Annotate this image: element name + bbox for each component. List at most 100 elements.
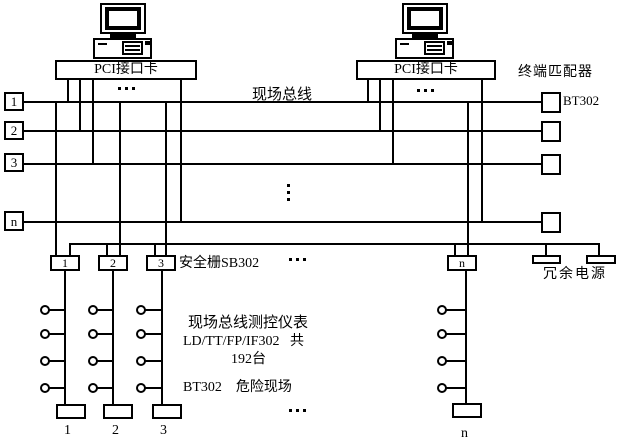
instrument-circle — [40, 383, 50, 393]
left-node-n: n — [4, 211, 24, 231]
computer-case-slot — [400, 43, 409, 45]
safety-barrier-1: 1 — [50, 255, 80, 271]
instrument-circle — [437, 329, 447, 339]
pci-right-port-n — [481, 79, 483, 223]
terminal-matcher-3 — [541, 154, 561, 175]
instrument-circle — [437, 305, 447, 315]
instrument-circle — [40, 305, 50, 315]
instrument-circle — [437, 356, 447, 366]
computer-drive-line — [125, 49, 140, 51]
instrument-circle — [136, 383, 146, 393]
computer-case-slot — [98, 43, 107, 45]
terminal-matcher-label: 终端匹配器 — [518, 65, 593, 80]
bus-terminator-2 — [103, 404, 133, 419]
computer-power-button — [145, 41, 150, 45]
power-rail — [69, 243, 600, 245]
bus-terminator-3 — [152, 404, 182, 419]
hazardous-area-label: BT302 危险现场 — [183, 380, 292, 395]
safety-barrier-3: 3 — [146, 255, 176, 271]
computer-floppy-drive — [424, 41, 445, 55]
instrument-tick — [49, 360, 66, 362]
bus-line-2 — [23, 130, 542, 132]
bt302-top-label: BT302 — [563, 93, 600, 108]
instrument-tick — [97, 387, 114, 389]
left-node-3: 3 — [4, 153, 24, 172]
instrument-tick — [446, 333, 467, 335]
computer-drive-line — [427, 45, 442, 47]
rail-stub-barrier-1 — [69, 243, 71, 256]
terminator-number-3: 3 — [160, 423, 167, 438]
instrument-circle — [88, 356, 98, 366]
instrument-trunk-3 — [161, 270, 163, 405]
instrument-tick — [97, 360, 114, 362]
fieldbus-label: 现场总线 — [252, 87, 313, 103]
instrument-tick — [446, 360, 467, 362]
pci-left-port-n — [180, 79, 182, 223]
barrier-ellipsis-dot — [296, 258, 299, 261]
barrier-3-feed — [165, 101, 167, 256]
pci-right-ellipsis-dot — [424, 89, 427, 92]
pci-left-port-3 — [92, 79, 94, 165]
terminal-matcher-2 — [541, 121, 561, 142]
pci-card-left: PCI接口卡 — [55, 60, 197, 80]
bus-line-n — [23, 221, 542, 223]
safety-barrier-n: n — [447, 255, 477, 271]
instrument-tick — [97, 309, 114, 311]
bus-terminator-n — [452, 403, 482, 418]
pci-right-ellipsis-dot — [417, 89, 420, 92]
instrument-circle — [40, 356, 50, 366]
barrier-n-feed — [467, 101, 469, 256]
pci-right-ellipsis-dot — [431, 89, 434, 92]
instrument-circle — [136, 356, 146, 366]
left-node-2: 2 — [4, 121, 24, 140]
rail-stub-power-1 — [545, 243, 547, 256]
instrument-circle — [88, 383, 98, 393]
computer-power-button — [447, 41, 452, 45]
instrument-circle — [40, 329, 50, 339]
instrument-circle — [88, 329, 98, 339]
instrument-label-line2: LD/TT/FP/IF302 共 — [183, 334, 304, 349]
terminator-number-1: 1 — [64, 423, 71, 438]
pci-left-port-2 — [79, 79, 81, 132]
computer-floppy-drive — [122, 41, 143, 55]
instrument-trunk-1 — [64, 270, 66, 405]
pci-left-port-1 — [67, 79, 69, 103]
safety-barrier-label: 安全栅SB302 — [179, 256, 260, 271]
pci-left-ellipsis-dot — [118, 87, 121, 90]
pci-right-port-3 — [392, 79, 394, 165]
rail-stub-barrier-3 — [154, 243, 156, 256]
redundant-power-label: 冗余电源 — [543, 267, 607, 282]
pci-left-ellipsis-dot — [132, 87, 135, 90]
rail-stub-barrier-n — [454, 243, 456, 256]
instrument-trunk-n — [465, 270, 467, 404]
rail-stub-power-2 — [598, 243, 600, 256]
terminator-number-2: 2 — [112, 423, 119, 438]
terminal-matcher-1 — [541, 92, 561, 113]
instrument-tick — [145, 309, 163, 311]
instrument-tick — [145, 387, 163, 389]
bus-ellipsis-dot — [287, 198, 290, 201]
computer-drive-line — [125, 45, 140, 47]
pci-right-port-1 — [367, 79, 369, 103]
instrument-label-line3: 192台 — [231, 352, 266, 367]
terminal-matcher-n — [541, 212, 561, 233]
instrument-tick — [97, 333, 114, 335]
instrument-tick — [446, 387, 467, 389]
computer-monitor-screen — [411, 11, 439, 26]
bus-terminator-1 — [56, 404, 86, 419]
instrument-tick — [49, 309, 66, 311]
barrier-ellipsis-dot — [303, 258, 306, 261]
terminator-ellipsis-dot — [296, 409, 299, 412]
safety-barrier-2: 2 — [98, 255, 128, 271]
bus-line-3 — [23, 163, 542, 165]
instrument-tick — [145, 333, 163, 335]
workstation-right — [395, 3, 454, 59]
instrument-circle — [437, 383, 447, 393]
instrument-tick — [49, 333, 66, 335]
instrument-tick — [145, 360, 163, 362]
terminator-ellipsis-dot — [303, 409, 306, 412]
pci-card-right: PCI接口卡 — [356, 60, 496, 80]
barrier-1-feed — [55, 101, 57, 256]
rail-stub-barrier-2 — [106, 243, 108, 256]
